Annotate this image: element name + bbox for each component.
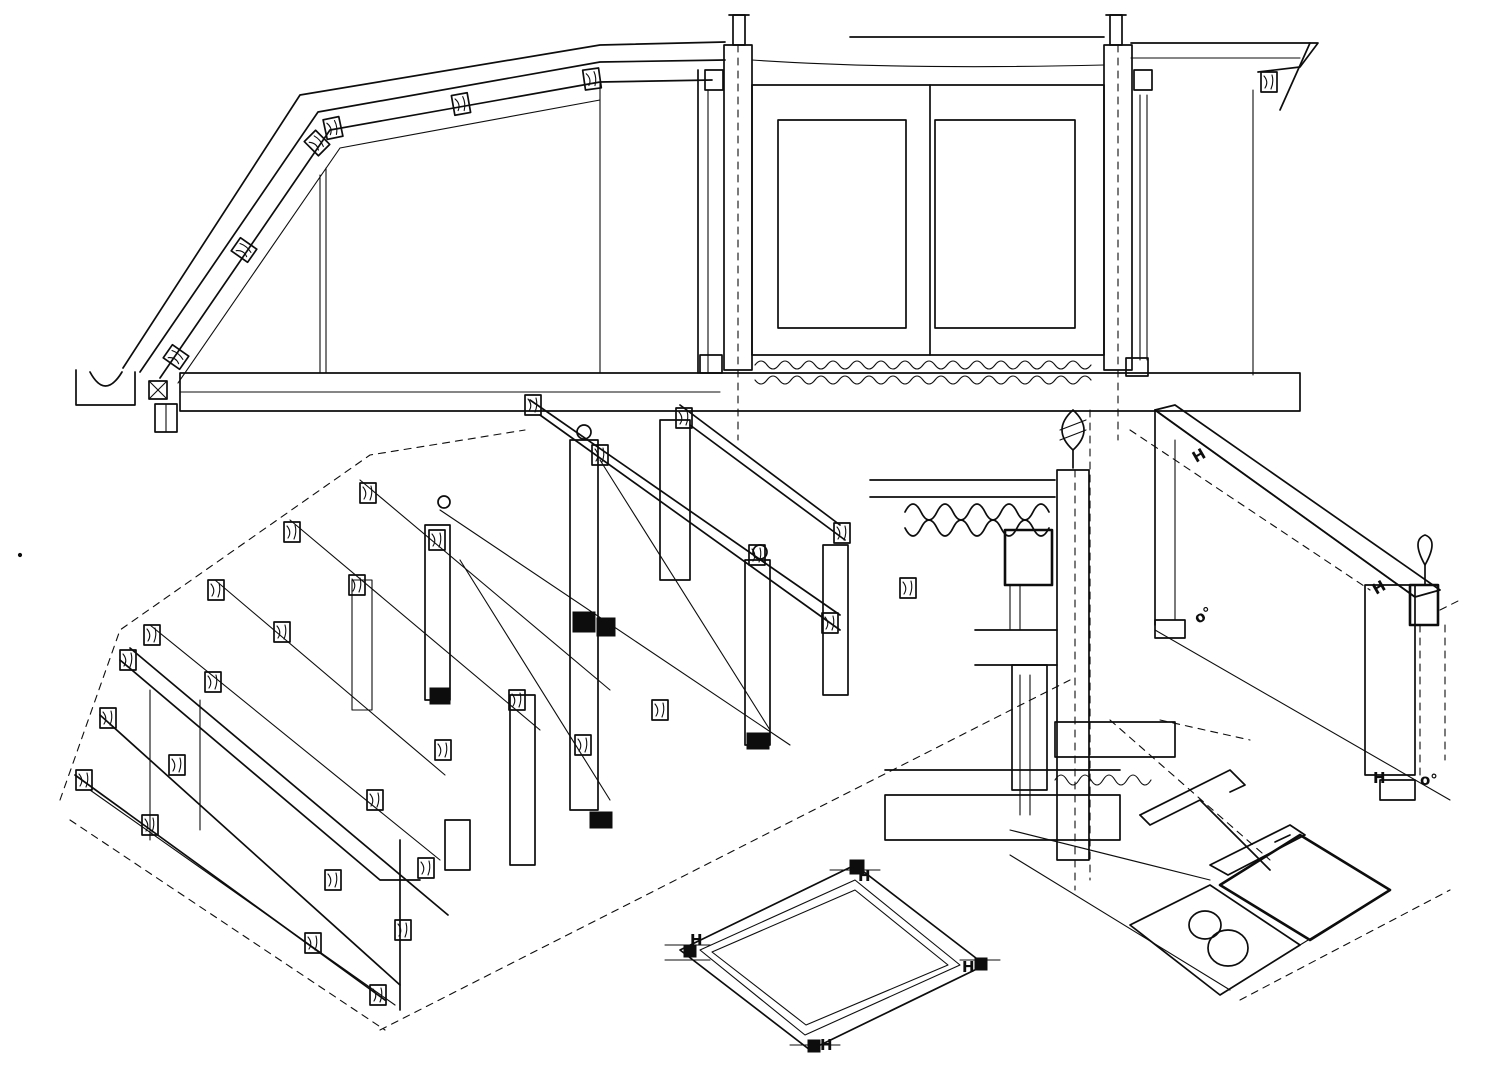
ink-speck (17, 552, 23, 558)
beam-mark-floor-left: H (690, 931, 703, 949)
beam-mark-end: H (1369, 577, 1389, 599)
floor-slab (179, 372, 1301, 412)
detail-wall-section (869, 409, 1176, 891)
isometric-frame-right: H H o° H o° (1129, 404, 1461, 801)
bolt-mark-base: o° (1420, 771, 1438, 789)
beam-mark-floor: H (858, 867, 871, 885)
vertical-posts (149, 419, 849, 1011)
detail-floor-frame: H H H H (664, 859, 1001, 1054)
beam-mark-base: H (1373, 769, 1386, 787)
gutter (75, 369, 178, 433)
beam-mark-floor-bottom: H (820, 1036, 833, 1054)
right-roof (1130, 42, 1319, 376)
diagonal-joists (74, 399, 846, 1006)
window-frame (751, 36, 1105, 385)
post-bases (429, 424, 770, 829)
section-elevation (75, 14, 1319, 441)
isometric-frame-left (59, 394, 1251, 1031)
ground-outline (59, 429, 1251, 1031)
wall-studs (319, 69, 709, 374)
beam-mark-upper: H (1189, 445, 1209, 467)
beam-mark-floor-right: H (962, 958, 975, 976)
sloped-rafter (122, 41, 726, 384)
bolt-mark-upper: o° (1191, 603, 1215, 627)
detail-beam-connection (1009, 719, 1451, 1001)
window-post-right (1103, 14, 1153, 441)
